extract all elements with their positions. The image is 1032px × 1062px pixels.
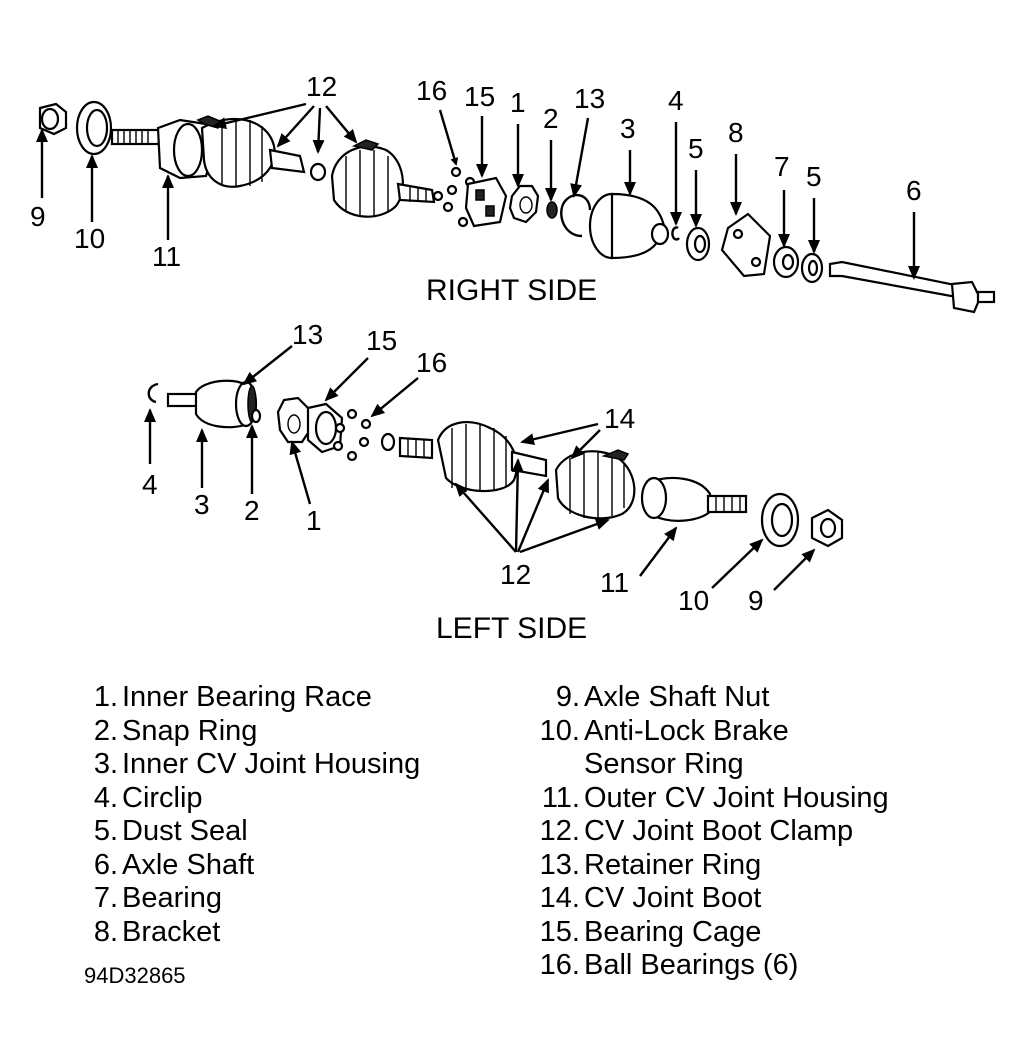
snap-ring-left xyxy=(250,408,262,424)
callout-r3: 3 xyxy=(620,113,636,144)
dust-seal-right-a xyxy=(685,226,711,262)
callout-r6: 6 xyxy=(906,175,922,206)
callout-r13: 13 xyxy=(574,83,605,114)
callout-r9: 9 xyxy=(30,201,46,232)
circlip-left xyxy=(147,382,159,404)
legend-right-column: 9.Axle Shaft Nut 10.Anti-Lock Brake Sens… xyxy=(528,681,889,983)
callout-r8: 8 xyxy=(728,117,744,148)
callout-l2: 2 xyxy=(244,495,260,526)
sensor-ring-left xyxy=(760,492,800,548)
callout-r16: 16 xyxy=(416,75,447,106)
legend-item: 2.Snap Ring xyxy=(93,714,258,747)
washer-left xyxy=(380,432,396,452)
left-side-label: LEFT SIDE xyxy=(436,612,587,645)
inner-boot-left xyxy=(398,421,548,493)
callout-l10: 10 xyxy=(678,585,709,616)
bracket-part xyxy=(720,212,772,278)
retainer-ring-right xyxy=(560,193,592,238)
bearing-cage-right xyxy=(464,176,508,228)
callout-r7: 7 xyxy=(774,151,790,182)
legend-item: 15.Bearing Cage xyxy=(539,915,762,948)
legend-item: 13.Retainer Ring xyxy=(539,848,762,881)
left-side-assembly xyxy=(147,379,844,548)
legend-item: 11.Outer CV Joint Housing xyxy=(541,781,889,814)
callout-l9: 9 xyxy=(748,585,764,616)
circlip-right xyxy=(671,226,680,241)
callout-r15: 15 xyxy=(464,81,495,112)
inner-race-right xyxy=(508,184,540,224)
callout-l1: 1 xyxy=(306,505,322,536)
callout-l12: 12 xyxy=(500,559,531,590)
bearing-part xyxy=(772,245,800,279)
legend-item: 14.CV Joint Boot xyxy=(539,882,762,914)
inner-cv-housing-right xyxy=(588,192,670,260)
callout-r12: 12 xyxy=(306,71,337,102)
callout-r2: 2 xyxy=(543,103,559,134)
callout-r11: 11 xyxy=(152,241,181,272)
ball-bearings-left xyxy=(332,408,372,462)
callout-l14: 14 xyxy=(604,403,635,434)
snap-ring-right xyxy=(546,201,558,219)
callout-r10: 10 xyxy=(74,223,105,254)
callout-r5a: 5 xyxy=(688,133,704,164)
legend-item: 3.Inner CV Joint Housing xyxy=(93,748,421,780)
legend-item: 7.Bearing xyxy=(93,882,222,914)
right-side-label: RIGHT SIDE xyxy=(426,274,597,307)
callout-l13: 13 xyxy=(292,319,323,350)
axle-nut-left xyxy=(810,508,844,548)
ball-bearings-right xyxy=(432,166,476,228)
callout-l11: 11 xyxy=(600,567,629,598)
sensor-ring-part xyxy=(75,100,113,156)
inner-cv-housing-left xyxy=(166,379,258,429)
legend-left-column: 1.Inner Bearing Race 2.Snap Ring 3.Inner… xyxy=(84,681,420,949)
outer-cv-housing-left xyxy=(640,476,748,522)
right-side-assembly xyxy=(38,100,996,314)
figure-id: 94D32865 xyxy=(84,963,186,988)
legend-item: 16.Ball Bearings (6) xyxy=(539,949,799,981)
axle-shaft-part xyxy=(828,260,996,314)
legend-item: 9.Axle Shaft Nut xyxy=(555,681,770,713)
legend-item: 6.Axle Shaft xyxy=(93,848,255,881)
outer-cv-housing-part xyxy=(110,118,216,180)
legend-item: 12.CV Joint Boot Clamp xyxy=(539,815,854,847)
axle-nut-part xyxy=(38,102,68,136)
outer-boot-part xyxy=(196,115,327,188)
legend-item: 1.Inner Bearing Race xyxy=(93,681,372,713)
callout-l3: 3 xyxy=(194,489,210,520)
inner-boot-part xyxy=(330,139,436,218)
outer-boot-left xyxy=(554,449,636,520)
legend-item: 10.Anti-Lock Brake xyxy=(539,714,789,747)
exploded-axle-diagram: 9 10 11 12 16 15 1 2 13 3 4 5 8 7 5 xyxy=(30,71,996,645)
legend-item-continuation: Sensor Ring xyxy=(584,748,744,780)
callout-l15: 15 xyxy=(366,325,397,356)
callout-r5b: 5 xyxy=(806,161,822,192)
legend-item: 8.Bracket xyxy=(93,915,221,948)
left-side-callouts: 13 15 16 4 3 2 1 14 12 11 10 9 xyxy=(142,319,816,616)
callout-l16: 16 xyxy=(416,347,447,378)
callout-r1: 1 xyxy=(510,87,526,118)
right-side-callouts: 9 10 11 12 16 15 1 2 13 3 4 5 8 7 5 xyxy=(30,71,922,280)
dust-seal-right-b xyxy=(800,252,824,284)
inner-race-left xyxy=(276,396,312,444)
legend-item: 4.Circlip xyxy=(93,781,203,814)
callout-r4: 4 xyxy=(668,85,684,116)
callout-l4: 4 xyxy=(142,469,158,500)
legend-item: 5.Dust Seal xyxy=(93,815,248,847)
